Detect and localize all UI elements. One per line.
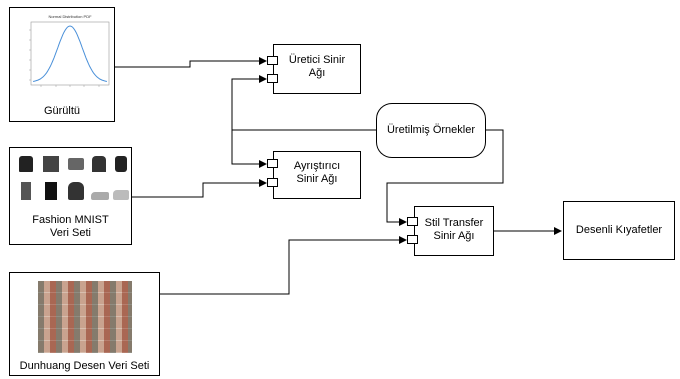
noise-plot-title: Normal Distribution PDF <box>48 14 92 19</box>
discriminator-node: Ayrıştırıcı Sinir Ağı <box>273 151 361 199</box>
style-transfer-input-port-2 <box>407 235 418 244</box>
fashion-mnist-node: Fashion MNIST Veri Seti <box>9 147 132 245</box>
style-transfer-node: Stil Transfer Sinir Ağı <box>414 206 494 256</box>
edge-noise-to-generator <box>114 61 266 67</box>
generated-samples-label: Üretilmiş Örnekler <box>377 124 485 137</box>
discriminator-label: Ayrıştırıcı Sinir Ağı <box>274 160 360 186</box>
fashion-mnist-thumbnails <box>17 154 127 208</box>
pdf-curve <box>33 26 107 81</box>
noise-label: Gürültü <box>10 105 114 118</box>
generator-node: Üretici Sinir Ağı <box>273 44 361 94</box>
patterned-clothes-node: Desenli Kıyafetler <box>563 201 675 260</box>
style-transfer-label: Stil Transfer Sinir Ağı <box>415 217 493 243</box>
discriminator-input-port-1 <box>267 159 278 168</box>
generator-input-port-2 <box>267 74 278 83</box>
noise-node: Normal Distribution PDF Gürültü <box>9 7 115 122</box>
dunhuang-label: Dunhuang Desen Veri Seti <box>10 360 159 373</box>
generator-input-port-1 <box>267 56 278 65</box>
style-transfer-input-port-1 <box>407 217 418 226</box>
generator-label: Üretici Sinir Ağı <box>274 54 360 80</box>
patterned-clothes-label: Desenli Kıyafetler <box>564 224 674 237</box>
edge-fashion-to-discriminator <box>132 183 266 197</box>
discriminator-input-port-2 <box>267 178 278 187</box>
noise-pdf-plot: Normal Distribution PDF <box>11 10 115 100</box>
dunhuang-node: Dunhuang Desen Veri Seti <box>9 272 160 376</box>
edge-dunhuang-to-style <box>160 240 406 294</box>
fashion-mnist-label: Fashion MNIST Veri Seti <box>10 214 131 240</box>
edge-generated-to-discriminator <box>232 130 266 164</box>
generated-samples-node: Üretilmiş Örnekler <box>376 103 486 158</box>
dunhuang-pattern-image <box>38 281 132 353</box>
